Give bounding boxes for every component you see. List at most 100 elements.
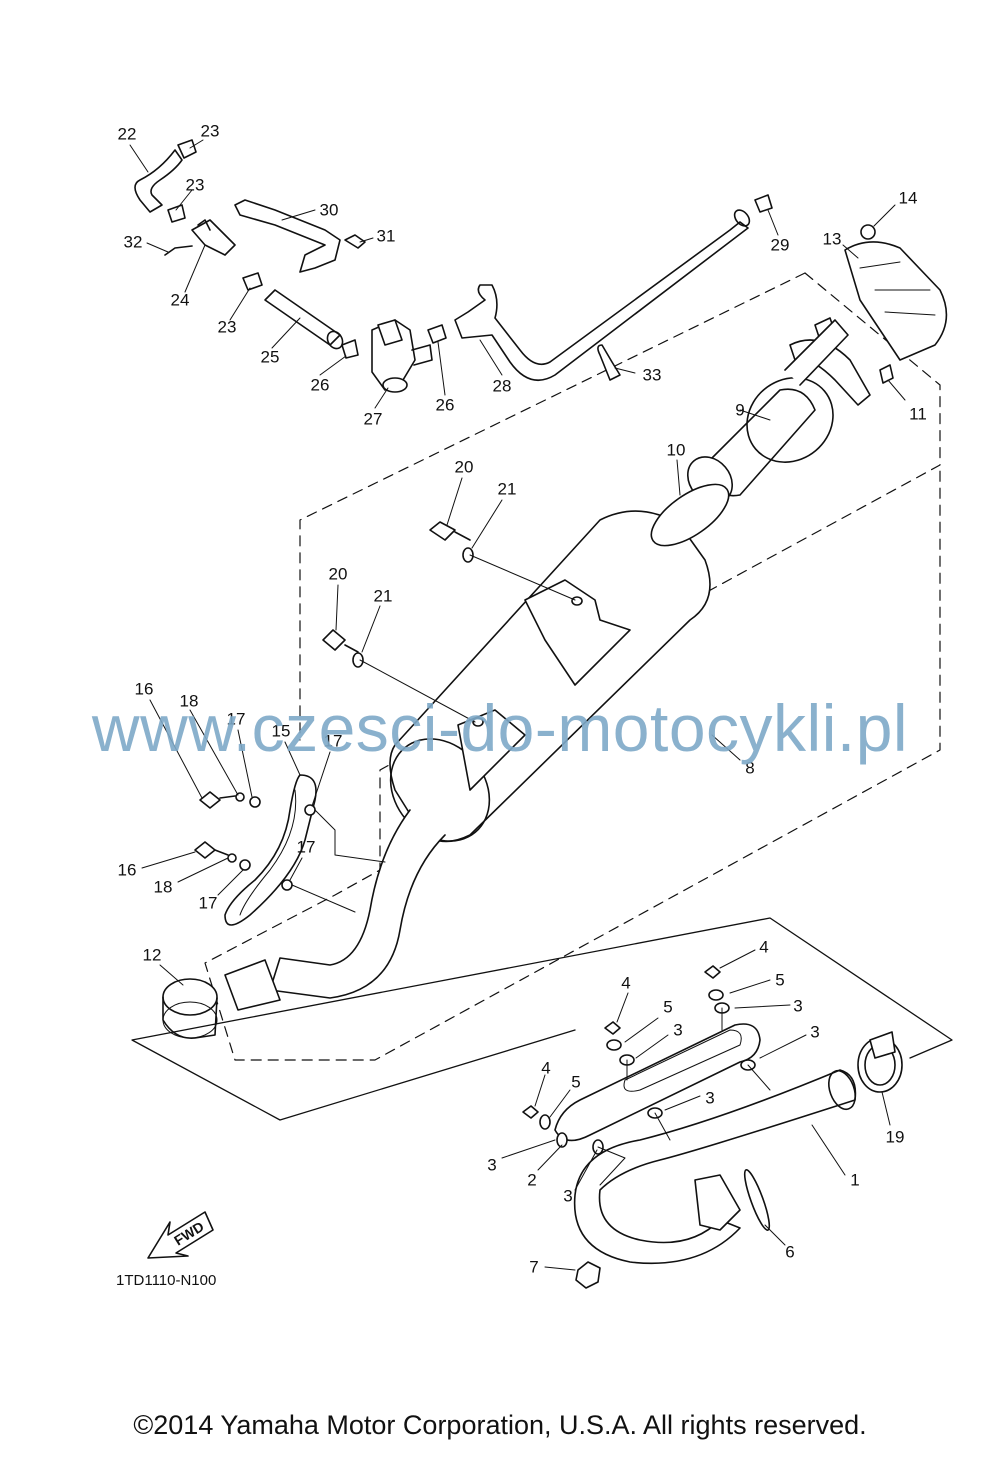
callout-21: 21	[497, 479, 517, 499]
header-pipe-1	[573, 1069, 857, 1265]
callout-23: 23	[185, 175, 205, 195]
callout-16: 16	[134, 679, 154, 699]
leader-3c	[759, 1034, 807, 1059]
callout-6: 6	[785, 1242, 795, 1262]
callout-3: 3	[563, 1186, 573, 1206]
callout-1: 1	[850, 1170, 860, 1190]
muffler-body	[389, 510, 711, 843]
washer-17-lower	[239, 859, 251, 871]
leader-5a	[729, 979, 771, 994]
gasket-6	[743, 1169, 771, 1231]
callout-17: 17	[198, 893, 218, 913]
muffler-group-outline-top	[299, 272, 806, 741]
leader-31	[359, 237, 374, 243]
leader-29	[767, 209, 779, 236]
leader-27	[374, 387, 389, 409]
leader-5c	[549, 1089, 571, 1118]
bolt-20-lower	[322, 629, 359, 653]
leader-20b	[335, 584, 339, 631]
callout-10: 10	[666, 440, 686, 460]
copyright-notice: ©2014 Yamaha Motor Corporation, U.S.A. A…	[133, 1410, 867, 1440]
leader-11	[887, 379, 906, 401]
leader-3a	[734, 1004, 791, 1009]
leader-17a	[237, 729, 253, 798]
heat-guard-15	[224, 774, 317, 926]
callout-33: 33	[642, 365, 662, 385]
leader-5b	[624, 1017, 659, 1043]
callout-30: 30	[319, 200, 339, 220]
callout-9: 9	[735, 400, 745, 420]
clip-33	[597, 344, 621, 381]
washer-17-right-upper	[304, 804, 316, 816]
leader-22	[129, 144, 149, 173]
hose-25	[264, 289, 341, 346]
callout-14: 14	[898, 188, 918, 208]
callout-8: 8	[745, 758, 755, 778]
bolt-20-upper-leader	[469, 554, 576, 601]
leader-26a	[319, 355, 347, 376]
bracket-30	[234, 199, 341, 273]
hose-22	[134, 149, 183, 213]
nut-7	[575, 1261, 601, 1289]
callout-26: 26	[310, 375, 330, 395]
leader-26b	[437, 341, 446, 396]
heat-guard-15-inner	[239, 789, 297, 916]
leader-3b	[635, 1034, 669, 1059]
washer-21-lower	[352, 652, 364, 668]
bolt-4-right	[704, 965, 721, 979]
washer-5-left	[539, 1114, 551, 1130]
leader-3e	[501, 1139, 556, 1159]
callout-4: 4	[621, 973, 631, 993]
callout-3: 3	[810, 1022, 820, 1042]
heat-protector-2-slot	[623, 1029, 742, 1092]
callout-17: 17	[296, 837, 316, 857]
hose-25-end	[326, 330, 344, 350]
leader-4b	[616, 992, 629, 1023]
bolt-14	[860, 224, 876, 240]
spark-arrestor-9	[686, 319, 849, 504]
leader-23a	[189, 139, 204, 149]
callout-32: 32	[123, 232, 143, 252]
callout-23: 23	[217, 317, 237, 337]
callout-11: 11	[909, 404, 927, 424]
washer-18-lower	[227, 853, 237, 863]
leader-33	[614, 367, 636, 374]
bolt-32	[164, 245, 193, 256]
bolt-4-mid	[604, 1021, 621, 1035]
leader-6	[764, 1224, 786, 1246]
leader-8	[711, 734, 741, 761]
pipe-28	[454, 221, 749, 382]
bolt-31	[344, 234, 366, 249]
bolt-16-lower	[194, 841, 229, 859]
callout-31: 31	[376, 226, 396, 246]
leader-3f	[574, 1149, 598, 1191]
washer-17-leaders	[291, 809, 386, 913]
leader-10	[676, 459, 681, 496]
bolt-20-lower-leader	[359, 659, 476, 723]
end-cap-13	[844, 241, 948, 361]
callout-28: 28	[492, 376, 512, 396]
callout-3: 3	[673, 1020, 683, 1040]
leader-12	[159, 964, 184, 986]
bolt-4-left	[522, 1105, 539, 1119]
washer-5-mid	[606, 1039, 622, 1051]
callout-12: 12	[142, 945, 162, 965]
leader-7	[544, 1266, 576, 1271]
leader-3d	[664, 1095, 701, 1111]
callout-15: 15	[271, 721, 291, 741]
leader-13	[842, 244, 859, 259]
leader-4c	[534, 1074, 546, 1107]
leader-18b	[177, 857, 229, 883]
pipe-28-end	[733, 209, 751, 227]
callout-4: 4	[541, 1058, 551, 1078]
leader-17b	[311, 751, 331, 807]
callout-2: 2	[527, 1170, 537, 1190]
watermark: www.czesci-do-motocykli.pl	[91, 691, 909, 765]
leader-21b	[361, 605, 381, 653]
callout-27: 27	[363, 409, 383, 429]
callout-26: 26	[435, 395, 455, 415]
leader-16a	[149, 699, 203, 799]
leader-32	[146, 242, 169, 253]
leader-17c	[289, 857, 303, 881]
